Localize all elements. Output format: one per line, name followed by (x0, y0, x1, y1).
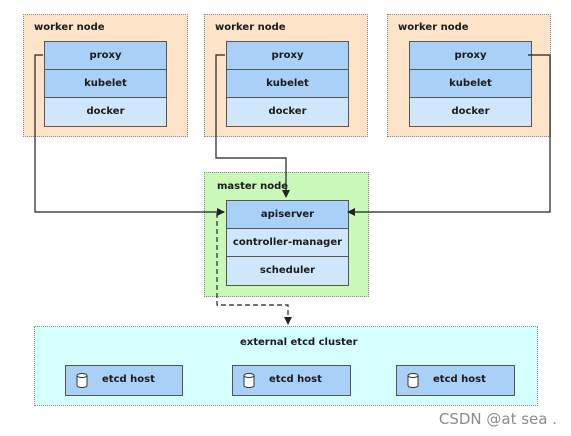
master-node-title: master node (217, 181, 289, 192)
docker-box: docker (227, 97, 348, 125)
database-icon (407, 373, 419, 388)
etcd-host-label: etcd host (102, 374, 155, 385)
worker-components: proxy kubelet docker (409, 41, 532, 127)
worker-node-3: worker node proxy kubelet docker (387, 14, 551, 137)
scheduler-box: scheduler (227, 256, 348, 284)
watermark: CSDN @at sea . (438, 410, 557, 428)
controller-manager-box: controller-manager (227, 228, 348, 256)
proxy-box: proxy (410, 42, 531, 69)
connector-apiserver-to-etcd (216, 211, 292, 325)
connector-right-worker-to-apiserver (347, 54, 551, 216)
docker-box: docker (45, 97, 166, 125)
proxy-box: proxy (45, 42, 166, 69)
kubelet-box: kubelet (410, 69, 531, 97)
etcd-host-1: etcd host (65, 365, 183, 396)
etcd-cluster: external etcd cluster etcd host etcd hos… (34, 326, 538, 406)
docker-box: docker (410, 97, 531, 125)
worker-components: proxy kubelet docker (226, 41, 349, 127)
etcd-host-2: etcd host (232, 365, 351, 396)
etcd-host-label: etcd host (269, 374, 322, 385)
etcd-cluster-title: external etcd cluster (240, 337, 358, 348)
worker-node-title: worker node (34, 22, 105, 33)
kubelet-box: kubelet (45, 69, 166, 97)
worker-components: proxy kubelet docker (44, 41, 167, 127)
worker-node-title: worker node (215, 22, 286, 33)
kubelet-box: kubelet (227, 69, 348, 97)
worker-node-1: worker node proxy kubelet docker (23, 14, 188, 137)
etcd-host-3: etcd host (396, 365, 515, 396)
database-icon (76, 373, 88, 388)
database-icon (243, 373, 255, 388)
connector-middle-worker-to-apiserver (215, 54, 290, 198)
worker-node-title: worker node (398, 22, 469, 33)
apiserver-box: apiserver (227, 201, 348, 228)
worker-node-2: worker node proxy kubelet docker (204, 14, 368, 137)
etcd-host-label: etcd host (433, 374, 486, 385)
proxy-box: proxy (227, 42, 348, 69)
master-components: apiserver controller-manager scheduler (226, 200, 349, 286)
connector-left-worker-to-apiserver (34, 54, 225, 216)
